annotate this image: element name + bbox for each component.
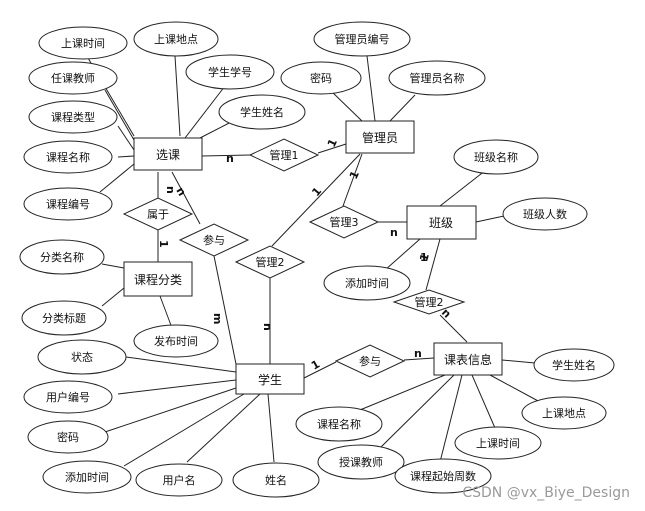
svg-text:管理2: 管理2 [256, 255, 285, 269]
entity-course-category: 课程分类 [123, 261, 193, 297]
svg-text:分类名称: 分类名称 [40, 250, 84, 264]
svg-text:课程分类: 课程分类 [134, 272, 182, 287]
relationship-manage2-right: 管理2 [392, 289, 466, 315]
attribute-sch-course-name: 课程名称 [295, 406, 383, 442]
attribute-sel-location: 上课地点 [133, 21, 219, 57]
entity-student: 学生 [235, 363, 305, 395]
svg-text:课程名称: 课程名称 [317, 417, 361, 431]
svg-text:课程名称: 课程名称 [46, 150, 90, 164]
svg-text:学生姓名: 学生姓名 [240, 105, 284, 119]
svg-text:任课教师: 任课教师 [51, 72, 95, 85]
attribute-admin-password: 密码 [280, 61, 362, 95]
svg-text:发布时间: 发布时间 [154, 334, 198, 348]
svg-text:n: n [414, 347, 422, 360]
svg-text:课表信息: 课表信息 [444, 352, 492, 367]
relationship-participate-bottom: 参与 [334, 344, 406, 378]
svg-text:班级名称: 班级名称 [474, 150, 518, 164]
svg-text:课程起始周数: 课程起始周数 [410, 469, 476, 483]
svg-text:1: 1 [157, 240, 170, 248]
svg-text:用户名: 用户名 [163, 473, 196, 487]
connector-lines [87, 55, 541, 467]
svg-text:学生姓名: 学生姓名 [552, 358, 596, 372]
svg-text:课程类型: 课程类型 [51, 110, 95, 124]
svg-text:管理员编号: 管理员编号 [335, 32, 390, 46]
entity-admin: 管理员 [345, 120, 415, 154]
attribute-sel-course-type: 课程类型 [28, 100, 118, 134]
svg-text:密码: 密码 [57, 430, 79, 444]
svg-text:管理员名称: 管理员名称 [410, 71, 465, 85]
entity-schedule-info: 课表信息 [433, 342, 503, 376]
attribute-sel-teacher: 任课教师 [28, 61, 118, 95]
attribute-stu-name: 姓名 [232, 462, 320, 498]
svg-text:添加时间: 添加时间 [65, 470, 109, 484]
attribute-cat-publish-time: 发布时间 [133, 324, 219, 358]
attribute-sel-course-name: 课程名称 [23, 140, 113, 174]
svg-text:添加时间: 添加时间 [345, 276, 389, 290]
relationship-manage1: 管理1 [248, 138, 320, 172]
svg-text:上课时间: 上课时间 [476, 437, 520, 450]
entity-course-selection: 选课 [133, 137, 203, 171]
attribute-stu-username: 用户名 [135, 463, 223, 497]
svg-text:属于: 属于 [147, 208, 169, 221]
attribute-stu-password: 密码 [27, 420, 109, 454]
attribute-sch-teacher: 授课教师 [317, 444, 405, 480]
attribute-sch-start-week: 课程起始周数 [394, 458, 492, 494]
svg-text:1: 1 [325, 137, 340, 149]
watermark: CSDN @vx_Biye_Design [462, 485, 630, 501]
attribute-class-size: 班级人数 [502, 197, 588, 231]
relationship-manage3: 管理3 [308, 205, 380, 239]
svg-text:姓名: 姓名 [265, 473, 287, 487]
attribute-stu-user-no: 用户编号 [23, 380, 113, 414]
svg-text:上课地点: 上课地点 [154, 33, 198, 46]
attribute-sel-class-time: 上课时间 [38, 26, 128, 60]
attribute-class-add-time: 添加时间 [323, 265, 411, 301]
svg-text:管理3: 管理3 [330, 215, 359, 229]
attribute-sel-course-no: 课程编号 [23, 187, 113, 221]
svg-text:n: n [390, 226, 398, 239]
svg-text:1: 1 [417, 252, 432, 263]
entity-class: 班级 [406, 205, 477, 240]
svg-text:管理1: 管理1 [270, 148, 299, 162]
svg-text:管理员: 管理员 [362, 130, 398, 145]
attribute-stu-status: 状态 [37, 339, 127, 375]
svg-text:管理2: 管理2 [415, 295, 444, 309]
svg-text:分类标题: 分类标题 [42, 311, 86, 325]
svg-text:1: 1 [309, 185, 324, 199]
attribute-stu-add-time: 添加时间 [42, 460, 132, 494]
attribute-admin-name: 管理员名称 [388, 60, 486, 96]
svg-text:密码: 密码 [310, 71, 332, 85]
svg-text:班级: 班级 [429, 216, 453, 230]
attribute-cat-name: 分类名称 [19, 239, 105, 275]
svg-text:上课时间: 上课时间 [61, 37, 105, 50]
relationship-manage2-left: 管理2 [234, 245, 306, 279]
svg-text:n: n [164, 186, 177, 194]
svg-text:课程编号: 课程编号 [46, 197, 90, 211]
attribute-class-name: 班级名称 [453, 139, 539, 175]
attribute-sch-student-name: 学生姓名 [533, 348, 615, 382]
attribute-sch-class-time: 上课时间 [454, 426, 542, 460]
svg-text:学生学号: 学生学号 [208, 65, 252, 79]
svg-text:选课: 选课 [156, 148, 180, 162]
attribute-admin-no: 管理员编号 [313, 21, 411, 57]
attribute-sch-location: 上课地点 [521, 396, 607, 430]
svg-text:状态: 状态 [71, 350, 93, 364]
svg-text:用户编号: 用户编号 [46, 390, 90, 404]
svg-text:上课地点: 上课地点 [542, 407, 586, 420]
svg-text:1: 1 [420, 251, 428, 264]
svg-text:n: n [261, 323, 274, 331]
attribute-cat-title: 分类标题 [21, 300, 107, 336]
svg-text:参与: 参与 [359, 354, 381, 368]
svg-text:参与: 参与 [203, 233, 225, 247]
attribute-sel-student-name: 学生姓名 [218, 94, 306, 130]
svg-text:学生: 学生 [258, 372, 282, 387]
svg-text:m: m [211, 313, 224, 324]
attribute-sel-student-no: 学生学号 [185, 54, 275, 90]
svg-text:1: 1 [347, 169, 362, 181]
svg-text:授课教师: 授课教师 [339, 455, 383, 469]
svg-text:n: n [226, 152, 234, 165]
relationship-belongs-to: 属于 [122, 197, 194, 231]
svg-text:班级人数: 班级人数 [523, 208, 567, 221]
relationship-participate-top: 参与 [178, 223, 250, 257]
